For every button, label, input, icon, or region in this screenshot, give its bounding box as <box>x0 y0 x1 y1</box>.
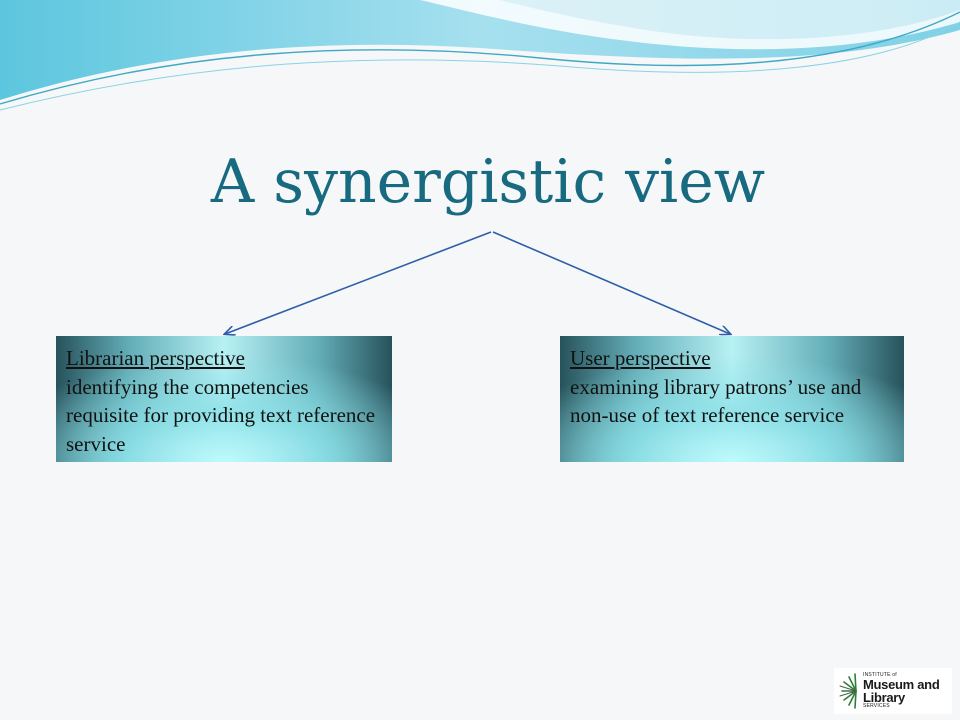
slide-title: A synergistic view <box>210 147 766 217</box>
user-perspective-heading: User perspective <box>570 346 711 370</box>
imls-starburst-icon <box>839 673 857 709</box>
arrow-to-user <box>492 231 730 334</box>
arrow-to-librarian <box>225 231 492 334</box>
logo-line-main: Museum and Library <box>863 677 940 705</box>
header-wave-decoration <box>0 0 960 111</box>
logo-line-bottom: SERVICES <box>863 703 890 709</box>
user-perspective-text: examining library patrons’ use and non-u… <box>570 374 862 428</box>
logo-line-top: INSTITUTE of <box>863 672 897 678</box>
librarian-perspective-heading: Librarian perspective <box>66 346 245 370</box>
librarian-perspective-box: Librarian perspective identifying the co… <box>56 336 392 462</box>
librarian-perspective-text: identifying the competencies requisite f… <box>66 374 376 456</box>
user-perspective-box: User perspective examining library patro… <box>560 336 904 462</box>
imls-logo: INSTITUTE of Museum and Library SERVICES <box>834 668 952 714</box>
